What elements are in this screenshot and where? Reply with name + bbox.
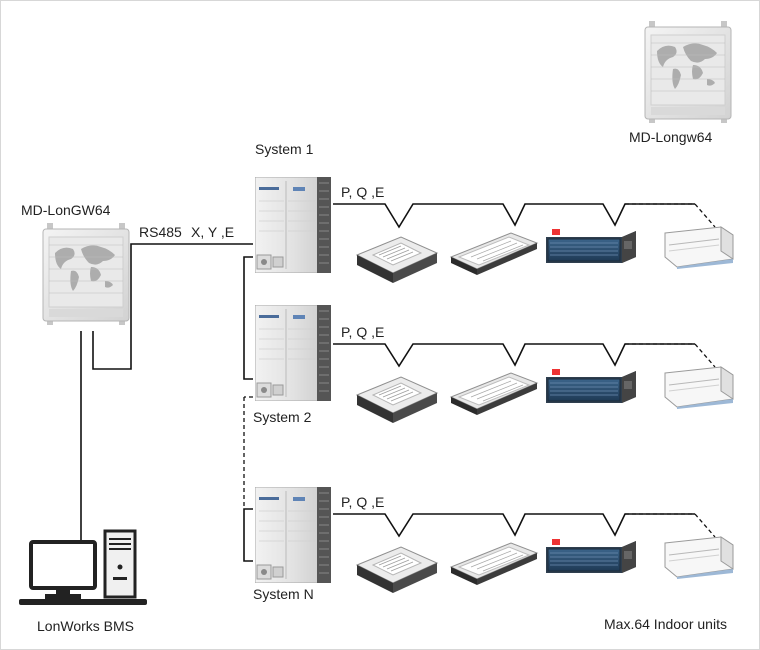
system-bracket-upper bbox=[243, 256, 253, 380]
gateway-main-label: MD-LonGW64 bbox=[21, 202, 111, 218]
system-1-label: System 1 bbox=[255, 141, 314, 157]
connection-lines bbox=[80, 203, 695, 562]
dashed-link-row-1 bbox=[625, 203, 716, 228]
gateway-main-icon bbox=[42, 223, 130, 325]
system-n-label: System N bbox=[253, 586, 314, 602]
bms-label: LonWorks BMS bbox=[37, 618, 134, 634]
cassette-unit-icon bbox=[356, 546, 438, 594]
ceiling-unit-icon bbox=[450, 232, 538, 275]
xye-label: X, Y ,E bbox=[191, 224, 234, 240]
pqe-label-system-2: P, Q ,E bbox=[341, 324, 384, 340]
system-2-label: System 2 bbox=[253, 409, 312, 425]
floor-ceiling-unit-icon bbox=[664, 366, 734, 409]
outdoor-unit-system-n-icon bbox=[255, 487, 331, 583]
floor-ceiling-unit-icon bbox=[664, 226, 734, 269]
dashed-lines bbox=[243, 203, 716, 538]
duct-unit-icon bbox=[545, 368, 637, 404]
pqe-line-system-2 bbox=[333, 343, 695, 368]
gateway-corner-icon bbox=[644, 21, 732, 123]
rs485-label: RS485 bbox=[139, 224, 182, 240]
dashed-link-row-2 bbox=[625, 343, 716, 368]
xye-bus-line bbox=[92, 243, 253, 370]
ceiling-unit-icon bbox=[450, 372, 538, 415]
dashed-link-row-n bbox=[625, 513, 716, 538]
gateway-corner-label: MD-Longw64 bbox=[629, 129, 712, 145]
floor-ceiling-unit-icon bbox=[664, 536, 734, 579]
duct-unit-icon bbox=[545, 538, 637, 574]
computer-icon bbox=[19, 529, 147, 605]
outdoor-unit-system-1-icon bbox=[255, 177, 331, 273]
cassette-unit-icon bbox=[356, 376, 438, 424]
ceiling-unit-icon bbox=[450, 542, 538, 585]
outdoor-unit-system-2-icon bbox=[255, 305, 331, 401]
pqe-line-system-n bbox=[333, 513, 695, 538]
duct-unit-icon bbox=[545, 228, 637, 264]
system-bracket-lower bbox=[243, 508, 253, 562]
max-units-label: Max.64 Indoor units bbox=[604, 616, 727, 632]
pqe-line-system-1 bbox=[333, 203, 695, 229]
cassette-unit-icon bbox=[356, 236, 438, 284]
pqe-label-system-n: P, Q ,E bbox=[341, 494, 384, 510]
pqe-label-system-1: P, Q ,E bbox=[341, 184, 384, 200]
